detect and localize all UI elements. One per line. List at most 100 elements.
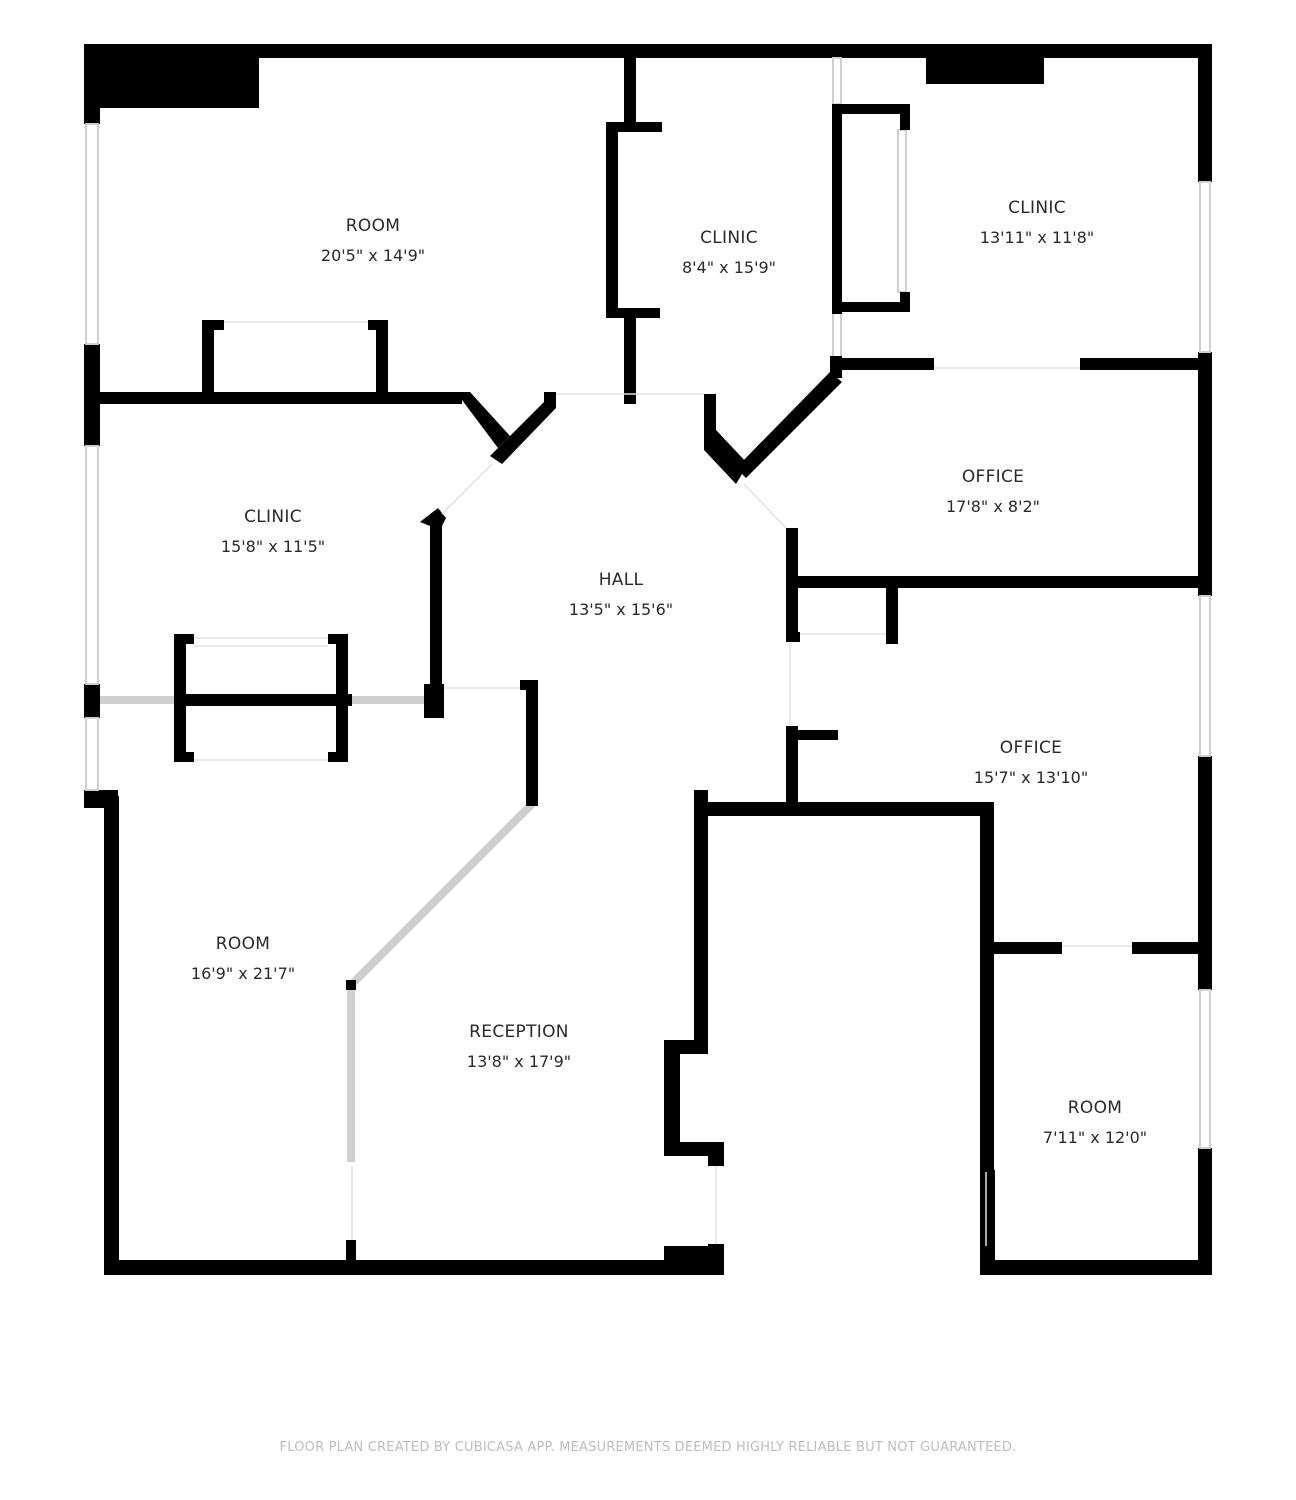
wall-clinic-middle-closet-l — [606, 122, 618, 318]
room-label-clinic-top-middle: CLINIC 8'4" x 15'9" — [682, 230, 776, 276]
room-label-office-upper-right: OFFICE 17'8" x 8'2" — [946, 469, 1040, 515]
wall-diagonal-hall-left — [456, 392, 510, 448]
wall-clinic-left-right-foot — [424, 684, 444, 718]
interior-walls — [84, 56, 1212, 1274]
room-name: OFFICE — [999, 738, 1063, 758]
room-label-office-lower-right: OFFICE 15'7" x 13'10" — [974, 740, 1088, 786]
room-name: ROOM — [1067, 1098, 1123, 1118]
wall-room-br-top-l — [992, 942, 1062, 954]
window-left-upper — [85, 123, 99, 345]
wall-hall-stub-right — [704, 394, 748, 484]
wall-void-notch-right — [708, 1142, 724, 1166]
room-dimensions: 16'9" x 21'7" — [190, 964, 296, 983]
window-left-middle — [85, 445, 99, 685]
wall-clinic-middle-closet-t — [606, 122, 662, 132]
wall-right-4 — [1198, 1148, 1212, 1275]
wall-clinic-right-closet-t — [832, 104, 910, 114]
wall-office-upper-top-l — [834, 358, 934, 370]
wall-void-left — [694, 790, 708, 1052]
room-dimensions: 13'5" x 15'6" — [568, 600, 674, 619]
room-name: ROOM — [215, 934, 271, 954]
window-left-lower — [85, 717, 99, 791]
room-dimensions: 15'7" x 13'10" — [973, 768, 1089, 787]
wall-closet-top-r — [328, 634, 348, 644]
wall-left-1 — [84, 44, 100, 124]
wall-hall-right-2 — [786, 726, 798, 806]
wall-hall-stub-left — [544, 392, 556, 408]
wall-left-3 — [84, 684, 100, 718]
wall-closet-left-l — [174, 634, 186, 762]
room-dimensions: 20'5" x 14'9" — [320, 246, 426, 265]
room-dimensions: 15'8" x 11'5" — [220, 537, 326, 556]
room-name: OFFICE — [961, 467, 1025, 487]
wall-reception-left-cap — [346, 980, 356, 990]
window-right-upper — [1199, 181, 1211, 353]
wall-hall-right-closet-r — [886, 586, 898, 644]
room-dimensions: 7'11" x 12'0" — [1042, 1128, 1148, 1147]
room-dimensions: 8'4" x 15'9" — [681, 258, 777, 277]
window-closet-inner — [897, 129, 907, 293]
room-label-hall: HALL 13'5" x 15'6" — [569, 572, 673, 618]
wall-closet-bot-l — [174, 752, 194, 762]
wall-clinic-right-closet-r1 — [900, 104, 910, 130]
wall-clinic-middle-top — [624, 56, 636, 128]
wall-clinic-right-closet-r2 — [900, 292, 910, 312]
wall-bottom-right-vert — [980, 1170, 995, 1275]
room-name: RECEPTION — [469, 1022, 569, 1042]
window-closet-top — [832, 57, 842, 105]
wall-closet-top-l — [174, 634, 194, 644]
wall-office-upper-top-r — [1080, 358, 1210, 370]
room-name: CLINIC — [244, 507, 302, 527]
window-right-lower — [1199, 989, 1211, 1149]
wall-hall-right-closet-t — [786, 632, 800, 642]
room-dimensions: 13'8" x 17'9" — [466, 1052, 572, 1071]
wall-hall-right-stub — [786, 730, 838, 740]
wall-clinic-right-closet-b — [832, 302, 910, 312]
disclaimer-footer: FLOOR PLAN CREATED BY CUBICASA APP. MEAS… — [279, 1440, 1017, 1455]
wall-void-bottom-right — [708, 1244, 724, 1274]
room-label-room-top-left: ROOM 20'5" x 14'9" — [321, 218, 425, 264]
doorway-hall-left — [441, 463, 493, 515]
wall-void-notch-left — [664, 1040, 680, 1156]
closet-top-room-left — [202, 320, 214, 398]
wall-bottom-right — [980, 1260, 1212, 1275]
wall-reception-vert — [526, 680, 538, 806]
window-closet-bottom — [832, 311, 842, 359]
wall-reception-left-foot — [346, 1240, 356, 1270]
wall-closet-left-r — [336, 634, 348, 762]
room-name: ROOM — [345, 216, 401, 236]
wall-closets-row — [174, 694, 352, 706]
wall-right-2 — [1198, 352, 1212, 596]
room-label-room-bottom-right: ROOM 7'11" x 12'0" — [1043, 1100, 1147, 1146]
room-name: CLINIC — [700, 228, 758, 248]
wall-void-top — [694, 802, 994, 816]
room-label-reception: RECEPTION 13'8" x 17'9" — [467, 1024, 571, 1070]
wall-hall-right-1 — [786, 528, 798, 640]
wall-diagonal-hall-left-2 — [490, 400, 556, 464]
exterior-walls — [84, 44, 1212, 1275]
wall-right-1 — [1198, 44, 1212, 182]
wall-room-br-top-r — [1132, 942, 1212, 954]
wall-bottom-left — [104, 1260, 724, 1275]
closet-top-room-top-r — [368, 320, 388, 330]
wall-left-5 — [104, 796, 119, 1274]
doorway-hall-right — [743, 483, 787, 529]
wall-void-right — [980, 802, 994, 1172]
wall-office-divider — [786, 576, 1212, 588]
room-label-room-bottom-left: ROOM 16'9" x 21'7" — [191, 936, 295, 982]
room-label-clinic-top-right: CLINIC 13'11" x 11'8" — [980, 200, 1094, 246]
window-right-middle — [1199, 595, 1211, 757]
wall-clinic-middle-bottom — [624, 314, 636, 404]
room-label-clinic-left: CLINIC 15'8" x 11'5" — [221, 509, 325, 555]
wall-clinic-left-right — [430, 524, 442, 694]
room-name: HALL — [598, 570, 644, 590]
closet-top-room-right — [376, 320, 388, 398]
wall-clinic-middle-closet-b — [606, 308, 660, 318]
wall-right-3 — [1198, 756, 1212, 990]
room-name: CLINIC — [1008, 198, 1066, 218]
wall-room-clinic-divider — [84, 392, 462, 404]
windows — [85, 57, 1211, 1162]
wall-clinic-right-closet-l — [832, 104, 842, 314]
window-diagonal-reception — [351, 801, 535, 985]
